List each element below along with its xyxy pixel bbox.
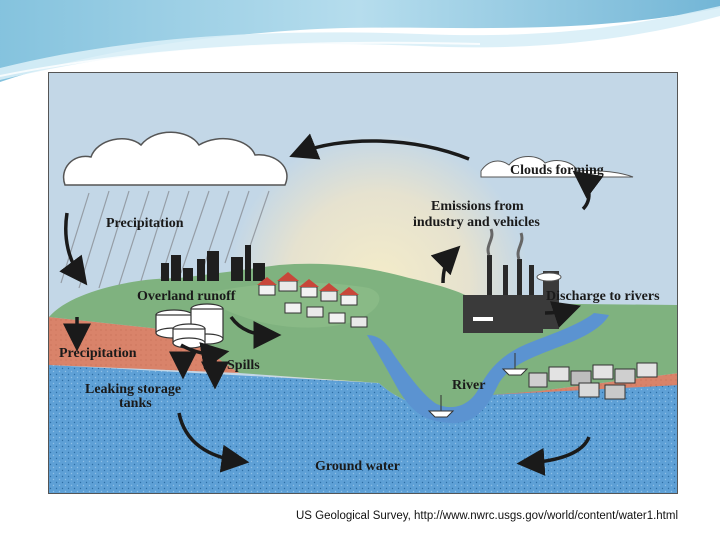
label-ground-water: Ground water xyxy=(315,459,400,474)
label-emissions-line1: Emissions from xyxy=(431,199,524,214)
label-emissions-line2: industry and vehicles xyxy=(413,215,540,230)
label-overland-runoff: Overland runoff xyxy=(137,289,236,304)
source-caption: US Geological Survey, http://www.nwrc.us… xyxy=(296,510,678,522)
label-precipitation-soil: Precipitation xyxy=(59,346,137,361)
label-precipitation-top: Precipitation xyxy=(106,216,184,231)
label-clouds-forming: Clouds forming xyxy=(510,163,604,178)
label-discharge: Discharge to rivers xyxy=(546,289,660,304)
water-pollution-diagram: Clouds forming Emissions from industry a… xyxy=(48,72,678,494)
label-leaking-line1: Leaking storage xyxy=(85,382,181,397)
label-leaking-line2: tanks xyxy=(119,396,152,411)
label-river: River xyxy=(452,378,485,393)
label-spills: Spills xyxy=(227,358,260,373)
